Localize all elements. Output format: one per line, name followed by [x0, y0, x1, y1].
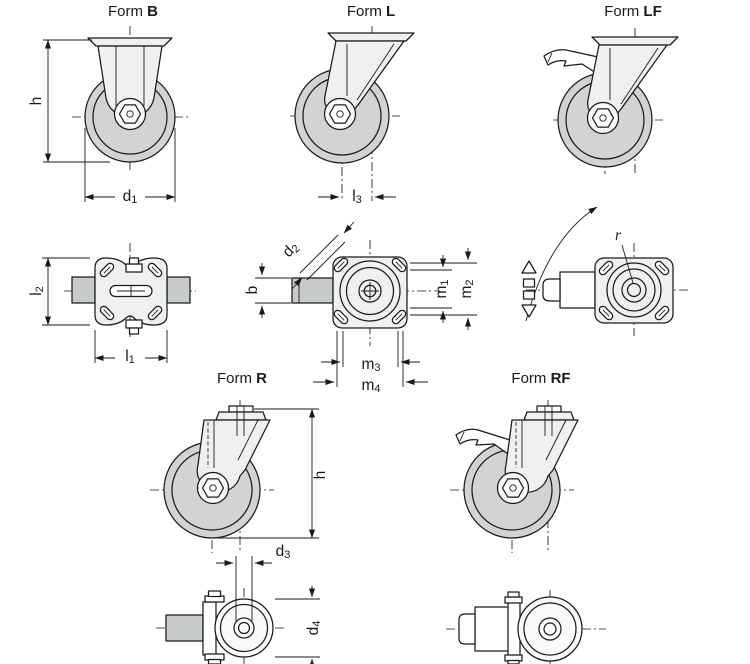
form-b-front-view	[43, 26, 188, 202]
fork-and-plate	[87, 37, 173, 131]
mounting-plate	[332, 256, 408, 329]
brake-side-plate	[504, 591, 523, 664]
dim-m1-m2	[410, 248, 477, 330]
dim-l2	[42, 257, 90, 326]
mounting-plate	[94, 257, 168, 335]
form-rf-top-view	[446, 590, 606, 664]
form-b-top-view	[42, 243, 196, 363]
mounting-plate	[594, 257, 674, 324]
form-r-top-view	[156, 556, 320, 664]
form-l-top-view	[255, 221, 477, 387]
dim-h-form-r	[218, 408, 319, 539]
form-rf-title: Form RF	[511, 370, 571, 387]
brake-lever	[543, 49, 599, 74]
swivel-radius-arc	[525, 206, 634, 322]
brake-lever	[455, 428, 511, 455]
form-b-title: Form B	[107, 3, 159, 20]
dim-label-h-form-r: h	[312, 470, 330, 480]
dim-label-r: r	[614, 227, 622, 245]
dim-d3	[216, 556, 272, 621]
form-r-title: Form R	[216, 370, 268, 387]
wheel-edge	[542, 271, 596, 309]
dim-b	[255, 263, 291, 318]
form-l-title: Form L	[346, 3, 396, 20]
swivel-motion-arrows	[521, 260, 537, 318]
swivel-plate	[517, 596, 583, 662]
bolt-hole-mount	[496, 405, 579, 505]
swivel-plate	[214, 598, 274, 658]
swivel-bracket	[323, 32, 415, 131]
dim-d2	[291, 221, 355, 290]
form-lf-front-view	[543, 28, 679, 174]
wheel-edge	[458, 606, 513, 652]
form-l-front-view	[290, 26, 415, 201]
form-rf-front-view	[450, 400, 579, 553]
swivel-bracket	[586, 36, 679, 135]
dim-label-b: b	[244, 285, 262, 295]
form-r-front-view	[150, 400, 319, 553]
swivel-radius-top-view	[521, 206, 690, 336]
wheel-edge	[165, 614, 204, 642]
dim-label-h-form-b: h	[28, 86, 46, 116]
dim-d4	[275, 586, 320, 664]
bolt-hole-mount	[196, 405, 271, 505]
dim-m3-m4	[313, 331, 428, 387]
form-lf-title: Form LF	[604, 3, 662, 20]
dim-h-form-b	[43, 39, 110, 163]
